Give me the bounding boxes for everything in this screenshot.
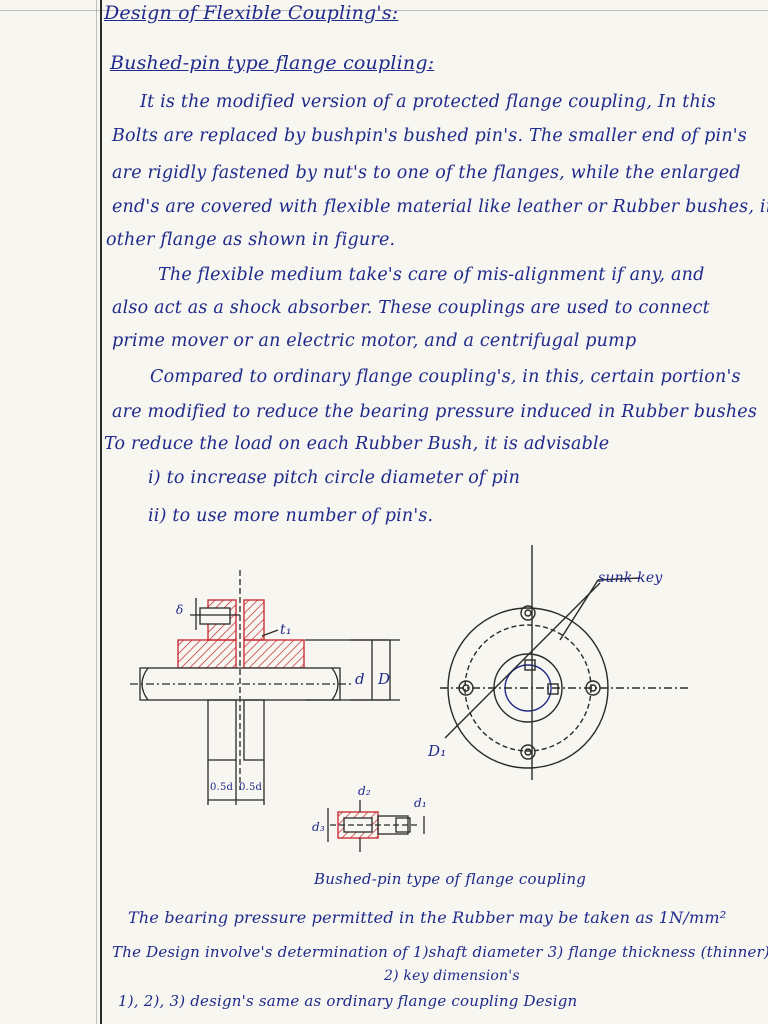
paragraph-line-10: are modified to reduce the bearing press… bbox=[112, 402, 758, 422]
paragraph-line-7: also act as a shock absorber. These coup… bbox=[112, 298, 710, 318]
d3-label: d₃ bbox=[312, 820, 325, 834]
D-label: D bbox=[378, 670, 391, 688]
d-label: d bbox=[355, 670, 365, 688]
margin-rule-faint bbox=[96, 0, 97, 1024]
front-view bbox=[440, 545, 690, 780]
half-sd-right-label: 0.5d bbox=[239, 782, 263, 793]
D1-label: D₁ bbox=[428, 742, 447, 760]
list-item-2: ii) to use more number of pin's. bbox=[148, 506, 434, 526]
section-heading: Bushed-pin type flange coupling: bbox=[110, 52, 435, 74]
footer-line-4: 1), 2), 3) design's same as ordinary fla… bbox=[118, 992, 578, 1010]
figure-caption: Bushed-pin type of flange coupling bbox=[314, 870, 587, 888]
bush-pin-detail bbox=[327, 800, 425, 852]
small-d-label: δ bbox=[176, 603, 184, 617]
paragraph-line-2: Bolts are replaced by bushpin's bushed p… bbox=[112, 126, 747, 146]
list-item-1: i) to increase pitch circle diameter of … bbox=[148, 468, 521, 488]
paragraph-line-5: other flange as shown in figure. bbox=[106, 230, 396, 250]
paragraph-line-3: are rigidly fastened by nut's to one of … bbox=[112, 163, 741, 183]
footer-line-2: The Design involve's determination of 1)… bbox=[112, 943, 768, 961]
t1-label: t₁ bbox=[280, 622, 292, 638]
footer-line-3: 2) key dimension's bbox=[384, 968, 520, 984]
footer-line-1: The bearing pressure permitted in the Ru… bbox=[128, 908, 727, 927]
sunk-key-label: sunk key bbox=[598, 570, 663, 586]
paragraph-line-9: Compared to ordinary flange coupling's, … bbox=[150, 367, 741, 387]
page-top-rule bbox=[0, 10, 768, 11]
paragraph-line-4: end's are covered with flexible material… bbox=[112, 197, 768, 217]
side-view bbox=[130, 570, 400, 805]
d1-label: d₁ bbox=[414, 796, 427, 810]
paragraph-line-1: It is the modified version of a protecte… bbox=[140, 92, 716, 112]
paragraph-line-11: To reduce the load on each Rubber Bush, … bbox=[104, 434, 610, 454]
page-title: Design of Flexible Coupling's: bbox=[104, 2, 399, 24]
paragraph-line-8: prime mover or an electric motor, and a … bbox=[112, 331, 637, 351]
margin-rule bbox=[100, 0, 102, 1024]
paragraph-line-6: The flexible medium take's care of mis-a… bbox=[158, 265, 705, 285]
half-sd-left-label: 0.5d bbox=[210, 782, 234, 793]
d2-label: d₂ bbox=[358, 784, 371, 798]
